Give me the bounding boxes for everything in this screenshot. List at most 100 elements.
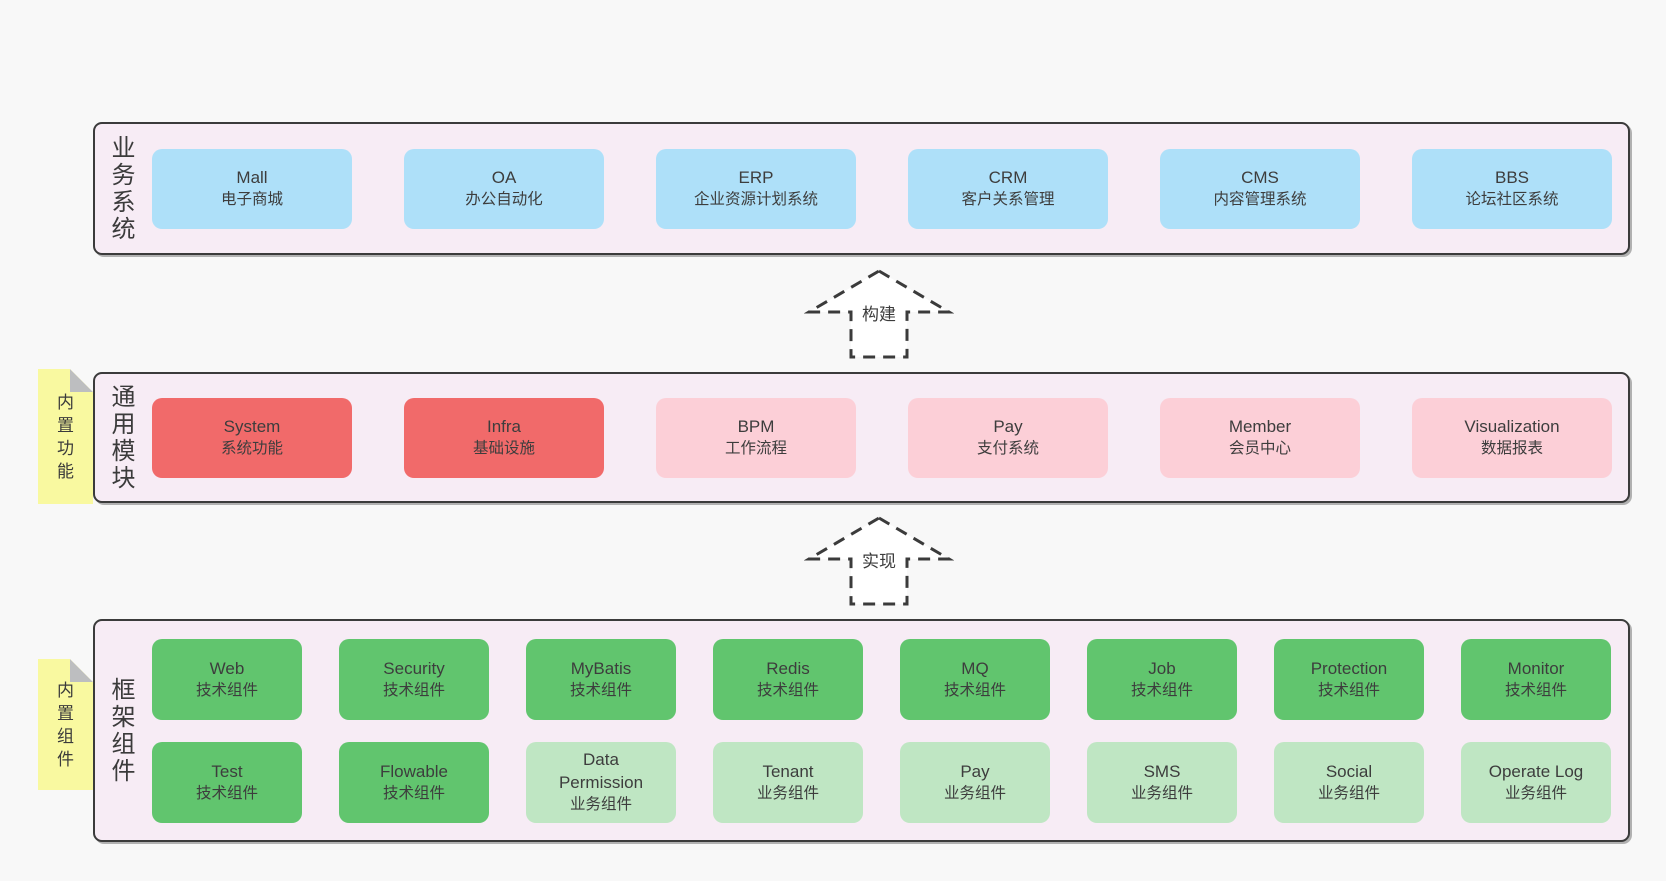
box-subtitle: 电子商城 (220, 191, 283, 208)
box-oa: OA 办公自动化 (404, 148, 604, 229)
box-protection: Protection 技术组件 (1274, 638, 1424, 720)
box-title: MyBatis (570, 658, 632, 678)
box-subtitle: 技术组件 (382, 681, 445, 699)
box-title: Job (1148, 658, 1176, 678)
box-title: Monitor (1507, 658, 1565, 678)
box-subtitle: 办公自动化 (465, 191, 543, 208)
builtin-components-tag-label: 内置组件 (57, 680, 74, 769)
layer-title-common-modules: 通用模块 (111, 383, 136, 492)
box-subtitle: 会员中心 (1228, 440, 1291, 457)
box-pay: Pay 支付系统 (908, 397, 1108, 478)
box-security: Security 技术组件 (339, 638, 489, 720)
builtin-features-tag: 内置功能 (38, 369, 93, 504)
box-title: Pay (960, 761, 990, 781)
box-subtitle: 内容管理系统 (1213, 191, 1307, 208)
box-title: BPM (737, 417, 775, 436)
box-title: Operate Log (1488, 761, 1584, 781)
box-subtitle: 技术组件 (756, 681, 819, 699)
folded-corner-icon (70, 659, 93, 682)
layer-label-column: 通用模块 (95, 374, 152, 501)
layer-business-systems: 业务系统 Mall 电子商城 OA 办公自动化 ERP 企业资源计划系统 CRM 客户关系管理… (93, 122, 1630, 255)
box-subtitle: 技术组件 (195, 681, 258, 699)
box-subtitle: 业务组件 (1504, 784, 1567, 802)
box-subtitle: 业务组件 (756, 784, 819, 802)
box-pay: Pay 业务组件 (900, 741, 1050, 823)
box-title: Mall (236, 168, 268, 187)
box-title: SMS (1143, 761, 1181, 781)
box-subtitle: 业务组件 (1130, 784, 1193, 802)
box-web: Web 技术组件 (152, 638, 302, 720)
common-modules-boxes: System 系统功能 Infra 基础设施 BPM 工作流程 Pay 支付系统 Member 会… (152, 374, 1628, 501)
box-title: Visualization (1464, 417, 1560, 436)
layer-title-business-systems: 业务系统 (111, 134, 136, 243)
build-arrow-icon: 构建 (804, 268, 954, 360)
builtin-features-tag-label: 内置功能 (57, 392, 74, 481)
box-erp: ERP 企业资源计划系统 (656, 148, 856, 229)
box-visualization: Visualization 数据报表 (1412, 397, 1612, 478)
box-subtitle: 工作流程 (724, 440, 787, 457)
box-member: Member 会员中心 (1160, 397, 1360, 478)
box-title: ERP (738, 168, 774, 187)
box-bpm: BPM 工作流程 (656, 397, 856, 478)
box-title: Web (209, 658, 245, 678)
box-title: CMS (1241, 168, 1279, 187)
box-title: Tenant (762, 761, 814, 781)
box-subtitle: 企业资源计划系统 (693, 191, 818, 208)
box-monitor: Monitor 技术组件 (1461, 638, 1611, 720)
box-mybatis: MyBatis 技术组件 (526, 638, 676, 720)
box-title: Member (1228, 417, 1292, 436)
box-flowable: Flowable 技术组件 (339, 741, 489, 823)
box-crm: CRM 客户关系管理 (908, 148, 1108, 229)
box-title: MQ (961, 658, 989, 678)
layer-title-framework-components: 框架组件 (111, 676, 136, 785)
box-title: Social (1325, 761, 1373, 781)
business-systems-boxes: Mall 电子商城 OA 办公自动化 ERP 企业资源计划系统 CRM 客户关系管理 CMS 内容… (152, 124, 1628, 253)
box-system: System 系统功能 (152, 397, 352, 478)
box-subtitle: 技术组件 (1317, 681, 1380, 699)
box-infra: Infra 基础设施 (404, 397, 604, 478)
box-subtitle: 业务组件 (569, 796, 632, 813)
box-title: Data Permission (558, 750, 644, 792)
box-data-permission: Data Permission 业务组件 (526, 741, 676, 823)
box-subtitle: 支付系统 (976, 440, 1039, 457)
box-title: Security (383, 658, 445, 678)
implement-arrow-icon: 实现 (804, 515, 954, 607)
box-title: Protection (1310, 658, 1388, 678)
box-job: Job 技术组件 (1087, 638, 1237, 720)
box-tenant: Tenant 业务组件 (713, 741, 863, 823)
box-title: OA (491, 168, 517, 187)
box-mall: Mall 电子商城 (152, 148, 352, 229)
box-title: Pay (993, 417, 1023, 436)
box-subtitle: 技术组件 (195, 784, 258, 802)
box-title: Infra (486, 417, 522, 436)
box-title: Flowable (379, 761, 449, 781)
box-title: Test (211, 761, 243, 781)
layer-label-column: 框架组件 (95, 621, 152, 840)
box-subtitle: 技术组件 (382, 784, 445, 802)
box-subtitle: 客户关系管理 (961, 191, 1055, 208)
folded-corner-icon (70, 369, 93, 392)
box-subtitle: 技术组件 (1504, 681, 1567, 699)
box-test: Test 技术组件 (152, 741, 302, 823)
box-redis: Redis 技术组件 (713, 638, 863, 720)
box-subtitle: 业务组件 (943, 784, 1006, 802)
builtin-components-tag: 内置组件 (38, 659, 93, 790)
implement-arrow-label: 实现 (859, 551, 899, 573)
box-subtitle: 数据报表 (1480, 440, 1543, 457)
box-title: Redis (766, 658, 810, 678)
box-sms: SMS 业务组件 (1087, 741, 1237, 823)
box-title: System (223, 417, 281, 436)
box-subtitle: 基础设施 (472, 440, 535, 457)
box-title: CRM (988, 168, 1028, 187)
layer-label-column: 业务系统 (95, 124, 152, 253)
box-subtitle: 技术组件 (569, 681, 632, 699)
box-subtitle: 技术组件 (1130, 681, 1193, 699)
box-subtitle: 系统功能 (220, 440, 283, 457)
